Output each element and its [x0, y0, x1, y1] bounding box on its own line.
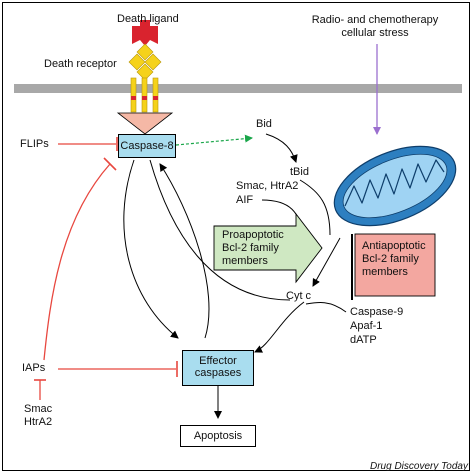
- flips-label: FLIPs: [20, 138, 49, 150]
- datp-label: dATP: [350, 334, 377, 346]
- aif-label: AIF: [236, 194, 254, 206]
- smac-bottom-label-line1: Smac: [24, 403, 53, 415]
- proapoptotic-label-line2: Bcl-2 family: [222, 242, 279, 254]
- caspase-8-label: Caspase-8: [120, 140, 174, 152]
- mitochondrion-icon: [333, 145, 457, 227]
- proapoptotic-arrow: [213, 212, 323, 284]
- proapoptotic-label-line3: members: [222, 255, 268, 267]
- effector-label-line1: Effector: [199, 355, 237, 367]
- cyt-c-label: Cyt c: [286, 290, 312, 302]
- stress-label-line1: Radio- and chemotherapy: [311, 14, 439, 26]
- cell-membrane: [14, 84, 462, 93]
- effector-caspases-box: Effector caspases: [182, 350, 254, 386]
- smac-bottom-label-line2: HtrA2: [24, 416, 53, 428]
- receptor-funnel: [116, 112, 174, 135]
- death-receptor-label: Death receptor: [44, 58, 117, 70]
- journal-credit: Drug Discovery Today: [369, 461, 468, 472]
- apoptosis-label: Apoptosis: [193, 430, 243, 442]
- effector-label-line2: caspases: [194, 367, 242, 379]
- antiapoptotic-label-line2: Bcl-2 family: [362, 253, 419, 265]
- death-ligand-label: Death ligand: [117, 13, 179, 25]
- figure-frame: [2, 2, 470, 471]
- apoptosis-box: Apoptosis: [180, 425, 256, 447]
- antiapoptotic-label-line1: Antiapoptotic: [362, 240, 426, 252]
- caspase-9-label: Caspase-9: [350, 306, 404, 318]
- death-receptor-icon: [128, 43, 162, 113]
- death-ligand-icon: [132, 20, 158, 46]
- iaps-label: IAPs: [22, 362, 46, 374]
- stress-label-line2: cellular stress: [341, 27, 409, 39]
- antiapoptotic-block: [351, 233, 436, 300]
- caspase-8-box: Caspase-8: [118, 134, 176, 158]
- proapoptotic-label-line1: Proapoptotic: [222, 229, 284, 241]
- bid-label: Bid: [256, 118, 272, 130]
- apaf-1-label: Apaf-1: [350, 320, 383, 332]
- tbid-label: tBid: [290, 166, 309, 178]
- smac-htra2-label: Smac, HtrA2: [236, 180, 299, 192]
- antiapoptotic-label-line3: members: [362, 266, 408, 278]
